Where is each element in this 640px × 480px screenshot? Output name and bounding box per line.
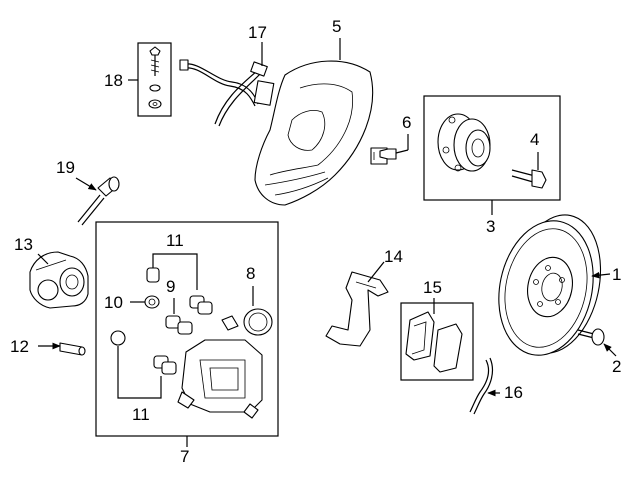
- callout-18: 18: [104, 71, 123, 90]
- part-17-abs-sensor: [179, 59, 275, 127]
- part-8-piston-seal: [221, 308, 273, 336]
- part-6-bolt: [370, 147, 397, 165]
- callout-4: 4: [530, 130, 539, 149]
- part-5-dust-shield: [254, 60, 374, 206]
- callout-15: 15: [423, 278, 442, 297]
- part-14-caliper-bracket: [325, 271, 389, 347]
- part-13-caliper-housing: [29, 251, 89, 309]
- callout-9: 9: [166, 277, 175, 296]
- part-11-boot-top: [146, 267, 213, 315]
- part-12-guide-pin: [59, 342, 86, 356]
- part-10-bushing: [144, 295, 160, 309]
- callout-6: 6: [402, 113, 411, 132]
- part-18-bolt-kit: [137, 42, 172, 117]
- callout-19: 19: [56, 158, 75, 177]
- callout-7: 7: [180, 447, 189, 466]
- part-11-boot-bottom: [110, 330, 177, 375]
- part-15-brake-pads: [405, 311, 463, 373]
- callout-14: 14: [384, 247, 403, 266]
- part-19-bleeder-screw: [77, 176, 120, 226]
- part-9-guide-bolt: [165, 315, 193, 335]
- part-2-rotor-screw: [577, 328, 605, 346]
- callout-2: 2: [612, 357, 621, 376]
- callout-17: 17: [248, 23, 267, 42]
- callout-10: 10: [104, 293, 123, 312]
- part-7-caliper-body: [177, 339, 263, 419]
- callout-1: 1: [612, 265, 621, 284]
- callout-11-top: 11: [166, 231, 184, 250]
- callout-3: 3: [486, 217, 495, 236]
- callout-8: 8: [246, 264, 255, 283]
- part-3-wheel-hub: [437, 113, 491, 172]
- part-15-brake-pad-box: [400, 302, 474, 381]
- callout-11-bottom: 11: [132, 405, 150, 424]
- callout-12: 12: [10, 337, 29, 356]
- part-1-brake-rotor: [498, 214, 602, 356]
- callout-5: 5: [332, 17, 341, 36]
- part-16-anti-rattle-clip: [469, 357, 494, 415]
- callout-16: 16: [504, 383, 523, 402]
- part-4-hub-bolt: [511, 169, 547, 189]
- callout-13: 13: [14, 235, 33, 254]
